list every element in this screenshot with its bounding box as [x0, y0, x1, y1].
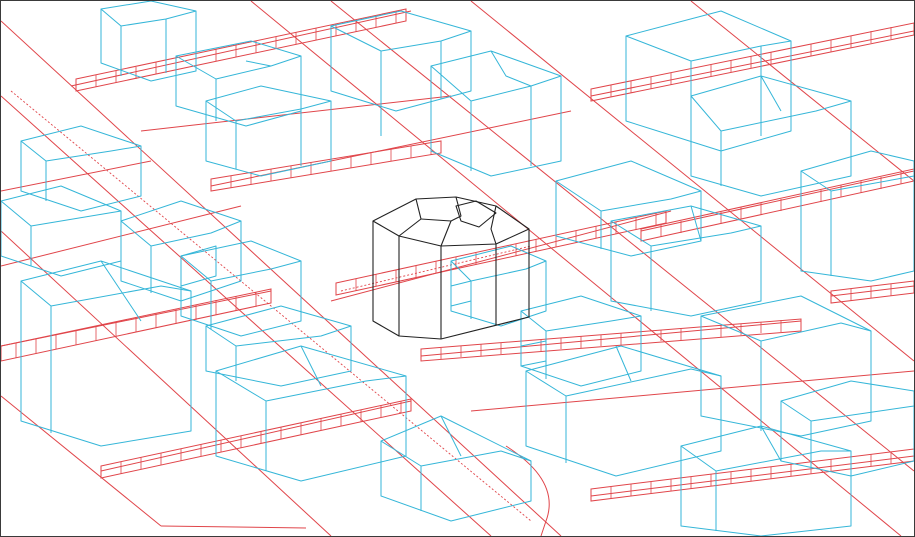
house-bottom-center: [215, 345, 407, 482]
house-left-upper: [20, 125, 142, 212]
house-east-mid: [610, 205, 762, 317]
house-southeast-large: [525, 345, 722, 477]
subject-roof-notch: [455, 200, 497, 228]
house-far-right-upper: [800, 150, 914, 282]
dashed-section-line: [340, 245, 532, 292]
wall-bottom-right: [590, 448, 914, 502]
house-top-left-3: [205, 85, 332, 177]
subject-roof-ridges: [398, 198, 422, 237]
house-bottom-right: [680, 425, 852, 536]
house-bottom-center-left: [205, 305, 352, 387]
house-top-left-1: [100, 1, 197, 82]
house-left-lower-large: [20, 260, 192, 447]
subject-building: [372, 196, 530, 340]
wall-left: [1, 288, 272, 362]
house-south-of-subject: [450, 245, 547, 327]
subject-body: [372, 221, 530, 340]
dashed-alignment-line: [10, 90, 532, 522]
wall-top-right: [590, 22, 914, 102]
house-top-center: [330, 10, 472, 136]
house-far-east-lower: [780, 380, 914, 477]
hatched-walls: [1, 8, 914, 502]
house-right-upper: [690, 75, 852, 197]
house-center-south: [520, 295, 642, 387]
house-east-lower: [700, 295, 872, 437]
house-left-mid: [1, 185, 122, 277]
house-center-north: [430, 50, 562, 177]
wall-far-right: [830, 280, 914, 304]
wall-lower-mid: [420, 318, 802, 362]
house-bottom-small: [380, 415, 532, 522]
wall-mid-block: [210, 140, 442, 192]
lot-lines: [1, 10, 914, 497]
wall-bottom-left: [100, 398, 412, 479]
house-left-center-2: [180, 240, 302, 337]
